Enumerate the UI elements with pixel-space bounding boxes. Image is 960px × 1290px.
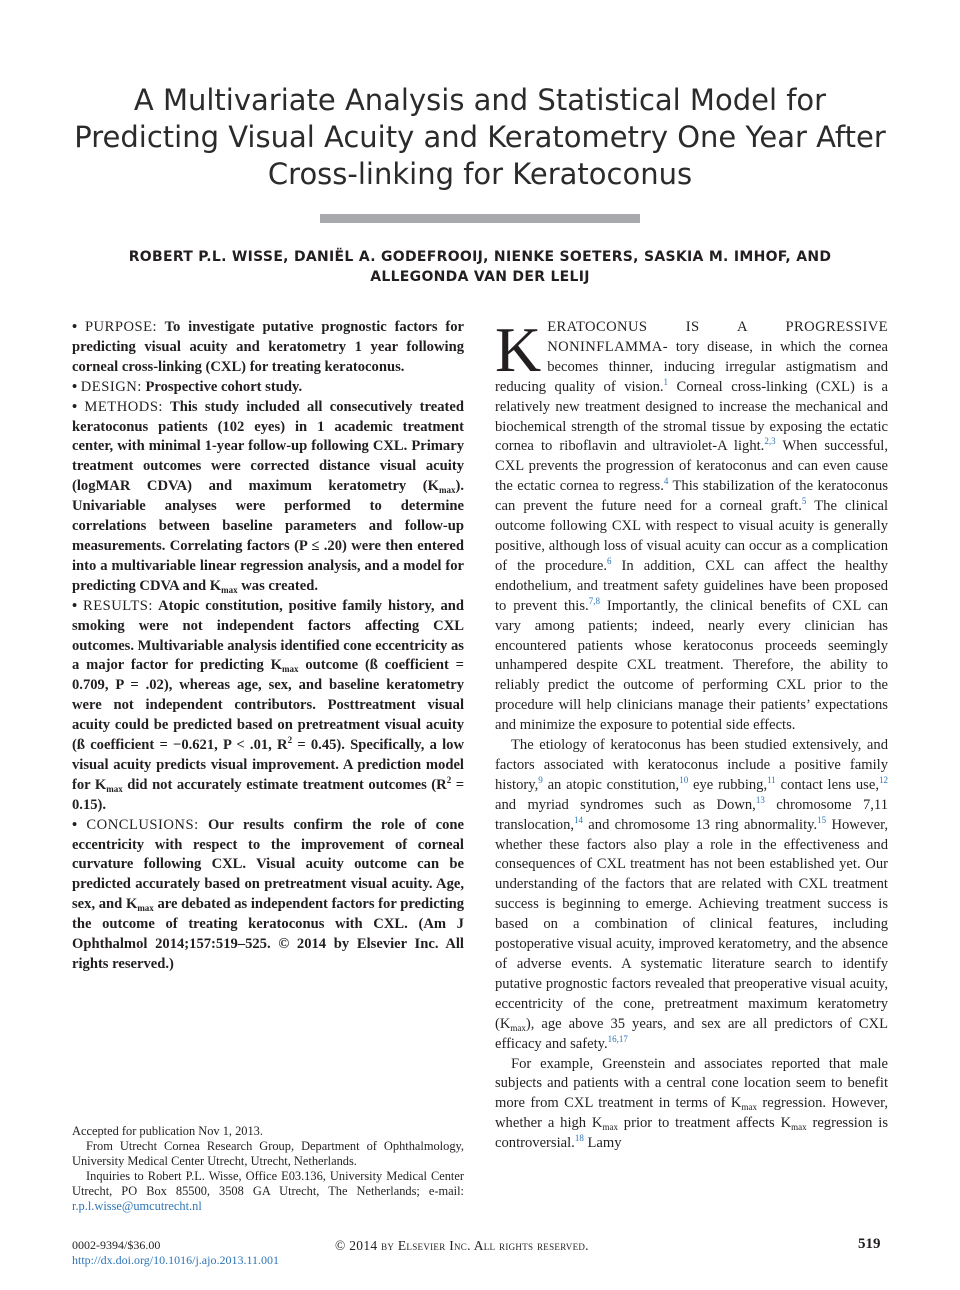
title-line: A Multivariate Analysis and Statistical …	[133, 83, 827, 117]
affiliation: From Utrecht Cornea Research Group, Depa…	[72, 1139, 464, 1168]
reference-link[interactable]: 18	[574, 1133, 584, 1144]
body-paragraph: The etiology of keratoconus has been stu…	[495, 737, 888, 1052]
author-line: ROBERT P.L. WISSE, DANIËL A. GODEFROOIJ,…	[128, 249, 832, 265]
page-number: 519	[858, 1236, 881, 1252]
reference-link[interactable]: 6	[607, 555, 612, 566]
reference-link[interactable]: 11	[767, 774, 776, 785]
abstract-purpose: • PURPOSE: To investigate putative progn…	[72, 319, 464, 375]
reference-link[interactable]: 1	[663, 376, 669, 387]
correspondence: Inquiries to Robert P.L. Wisse, Office E…	[72, 1169, 464, 1213]
footer-copyright: © 2014 by Elsevier Inc. All rights reser…	[335, 1238, 589, 1253]
reference-link[interactable]: 14	[574, 814, 584, 825]
title-line: Predicting Visual Acuity and Keratometry…	[74, 120, 886, 154]
issn: 0002-9394/$36.00	[72, 1238, 161, 1252]
abstract-results: • RESULTS: Atopic constitution, positive…	[72, 597, 465, 813]
author-line: ALLEGONDA VAN DER LELIJ	[370, 269, 590, 285]
reference-link[interactable]: 7,8	[588, 595, 600, 606]
reference-link[interactable]: 4	[663, 476, 669, 487]
reference-link[interactable]: 5	[801, 496, 807, 507]
reference-link[interactable]: 15	[817, 814, 827, 825]
citation: (Am J Ophthalmol 2014;157:519–525. © 201…	[72, 916, 464, 972]
article-title: A Multivariate Analysis and Statistical …	[60, 82, 900, 193]
title-divider	[320, 214, 640, 223]
reference-link[interactable]: 12	[878, 774, 888, 785]
section-label: RESULTS:	[83, 597, 153, 614]
abstract-design: • DESIGN: Prospective cohort study.	[72, 378, 303, 395]
article-footnote: Accepted for publication Nov 1, 2013. Fr…	[72, 1124, 464, 1214]
section-label: PURPOSE:	[84, 319, 158, 335]
accepted-date: Accepted for publication Nov 1, 2013.	[72, 1124, 263, 1138]
author-list: ROBERT P.L. WISSE, DANIËL A. GODEFROOIJ,…	[60, 247, 900, 287]
doi-link[interactable]: http://dx.doi.org/10.1016/j.ajo.2013.11.…	[72, 1253, 279, 1267]
title-line: Cross-linking for Keratoconus	[267, 157, 693, 191]
email-link[interactable]: r.p.l.wisse@umcutrecht.nl	[72, 1199, 202, 1213]
abstract-conclusions: • CONCLUSIONS: Our results confirm the r…	[72, 816, 464, 972]
footer-identifiers: 0002-9394/$36.00 http://dx.doi.org/10.10…	[72, 1238, 279, 1268]
section-label: DESIGN:	[80, 378, 142, 395]
reference-link[interactable]: 2,3	[764, 436, 776, 447]
section-label: METHODS:	[84, 398, 163, 415]
body-paragraph: For example, Greenstein and associates r…	[495, 1055, 888, 1152]
reference-link[interactable]: 13	[755, 794, 765, 805]
section-label: CONCLUSIONS:	[86, 816, 199, 833]
abstract: • PURPOSE: To investigate putative progn…	[72, 318, 464, 975]
drop-cap: K	[495, 314, 542, 385]
reference-link[interactable]: 10	[679, 774, 689, 785]
abstract-methods: • METHODS: This study included all conse…	[72, 398, 464, 595]
reference-link[interactable]: 9	[538, 774, 543, 785]
reference-link[interactable]: 16,17	[607, 1033, 628, 1044]
